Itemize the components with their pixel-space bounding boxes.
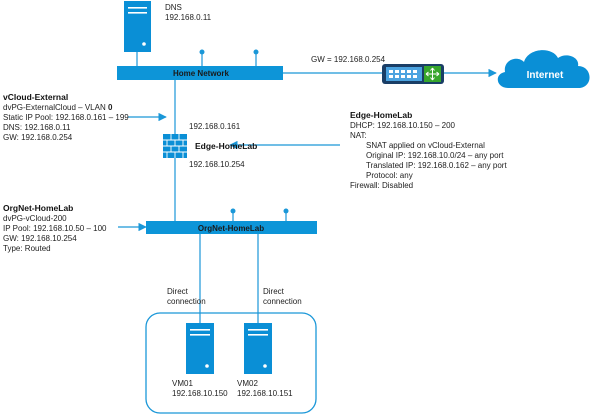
edge-info-firewall: Firewall: Disabled xyxy=(350,181,413,190)
firewall-bricks xyxy=(163,134,187,158)
dns-server-slot-2 xyxy=(128,12,147,14)
dns-server-icon xyxy=(124,1,151,52)
callout-arrows xyxy=(118,112,340,232)
orgnet-info-ip-pool: IP Pool: 192.168.10.50 – 100 xyxy=(3,224,107,233)
home-port-dot-2 xyxy=(253,49,259,55)
vm01-ip: 192.168.10.150 xyxy=(172,389,228,398)
internet-label: Internet xyxy=(527,70,564,81)
edge-external-ip: 192.168.0.161 xyxy=(189,122,241,131)
orgnet-port-dot-1 xyxy=(230,208,236,214)
vm01-name: VM01 xyxy=(172,379,193,388)
edge-info-translated-ip: Translated IP: 192.168.0.162 – any port xyxy=(366,161,507,170)
cloud-icon xyxy=(497,50,590,88)
vm02-ip: 192.168.10.151 xyxy=(237,389,293,398)
direct-connection-right-line1: Direct xyxy=(263,287,285,296)
dns-server[interactable] xyxy=(124,1,151,52)
router-ports xyxy=(389,70,417,78)
vcloud-external-dns: DNS: 192.168.0.11 xyxy=(3,123,71,132)
edge-info-nat: NAT: xyxy=(350,131,367,140)
direct-connection-left-line2: connection xyxy=(167,297,206,306)
gateway-label: GW = 192.168.0.254 xyxy=(311,55,386,64)
vm01-slot-2 xyxy=(190,334,210,336)
orgnet-info-type: Type: Routed xyxy=(3,244,51,253)
vm02-server-icon xyxy=(244,323,272,374)
vcloud-external-gw: GW: 192.168.0.254 xyxy=(3,133,73,142)
orgnet-bar[interactable] xyxy=(146,221,317,234)
home-network-bar[interactable] xyxy=(117,66,283,80)
vm02-slot-1 xyxy=(248,329,268,331)
orgnet-info-title: OrgNet-HomeLab xyxy=(3,203,73,213)
direct-connection-left-line1: Direct xyxy=(167,287,189,296)
direct-connection-right-line2: connection xyxy=(263,297,302,306)
vm02-led xyxy=(263,364,267,368)
port-dots xyxy=(199,49,289,214)
edge-info-title: Edge-HomeLab xyxy=(350,110,412,120)
orgnet-label: OrgNet-HomeLab xyxy=(198,224,264,233)
dns-server-slot-1 xyxy=(128,7,147,9)
edge-name-label: Edge-HomeLab xyxy=(195,141,257,151)
vcloud-external-title: vCloud-External xyxy=(3,92,68,102)
vm01-slot-1 xyxy=(190,329,210,331)
vm01-led xyxy=(205,364,209,368)
edge-info-snat: SNAT applied on vCloud-External xyxy=(366,141,485,150)
dns-server-led xyxy=(142,42,146,46)
orgnet-info-gw: GW: 192.168.10.254 xyxy=(3,234,77,243)
dns-ip: 192.168.0.11 xyxy=(165,13,212,22)
edge-info-protocol: Protocol: any xyxy=(366,171,413,180)
edge-firewall[interactable] xyxy=(163,134,187,158)
internet-cloud[interactable] xyxy=(497,50,590,88)
edge-info-original-ip: Original IP: 192.168.10.0/24 – any port xyxy=(366,151,504,160)
vm01-server-icon xyxy=(186,323,214,374)
vm-group-box xyxy=(145,312,317,414)
router-arrows-icon xyxy=(425,67,440,81)
orgnet-info-portgroup: dvPG-vCloud-200 xyxy=(3,214,67,223)
edge-internal-ip: 192.168.10.254 xyxy=(189,160,245,169)
home-port-dot-1 xyxy=(199,49,205,55)
home-network-label: Home Network xyxy=(173,69,230,78)
router-panel xyxy=(386,67,422,81)
gateway-router[interactable] xyxy=(382,64,444,84)
dns-title: DNS xyxy=(165,3,182,12)
vm02-slot-2 xyxy=(248,334,268,336)
vcloud-external-ip-pool: Static IP Pool: 192.168.0.161 – 199 xyxy=(3,113,129,122)
vm02-server[interactable] xyxy=(244,323,272,374)
vm01-server[interactable] xyxy=(186,323,214,374)
orgnet-port-dot-2 xyxy=(283,208,289,214)
edge-info-dhcp: DHCP: 192.168.10.150 – 200 xyxy=(350,121,456,130)
connection-lines xyxy=(136,52,497,323)
vcloud-external-portgroup: dvPG-ExternalCloud – VLAN 0 xyxy=(3,103,113,112)
vm02-name: VM02 xyxy=(237,379,258,388)
